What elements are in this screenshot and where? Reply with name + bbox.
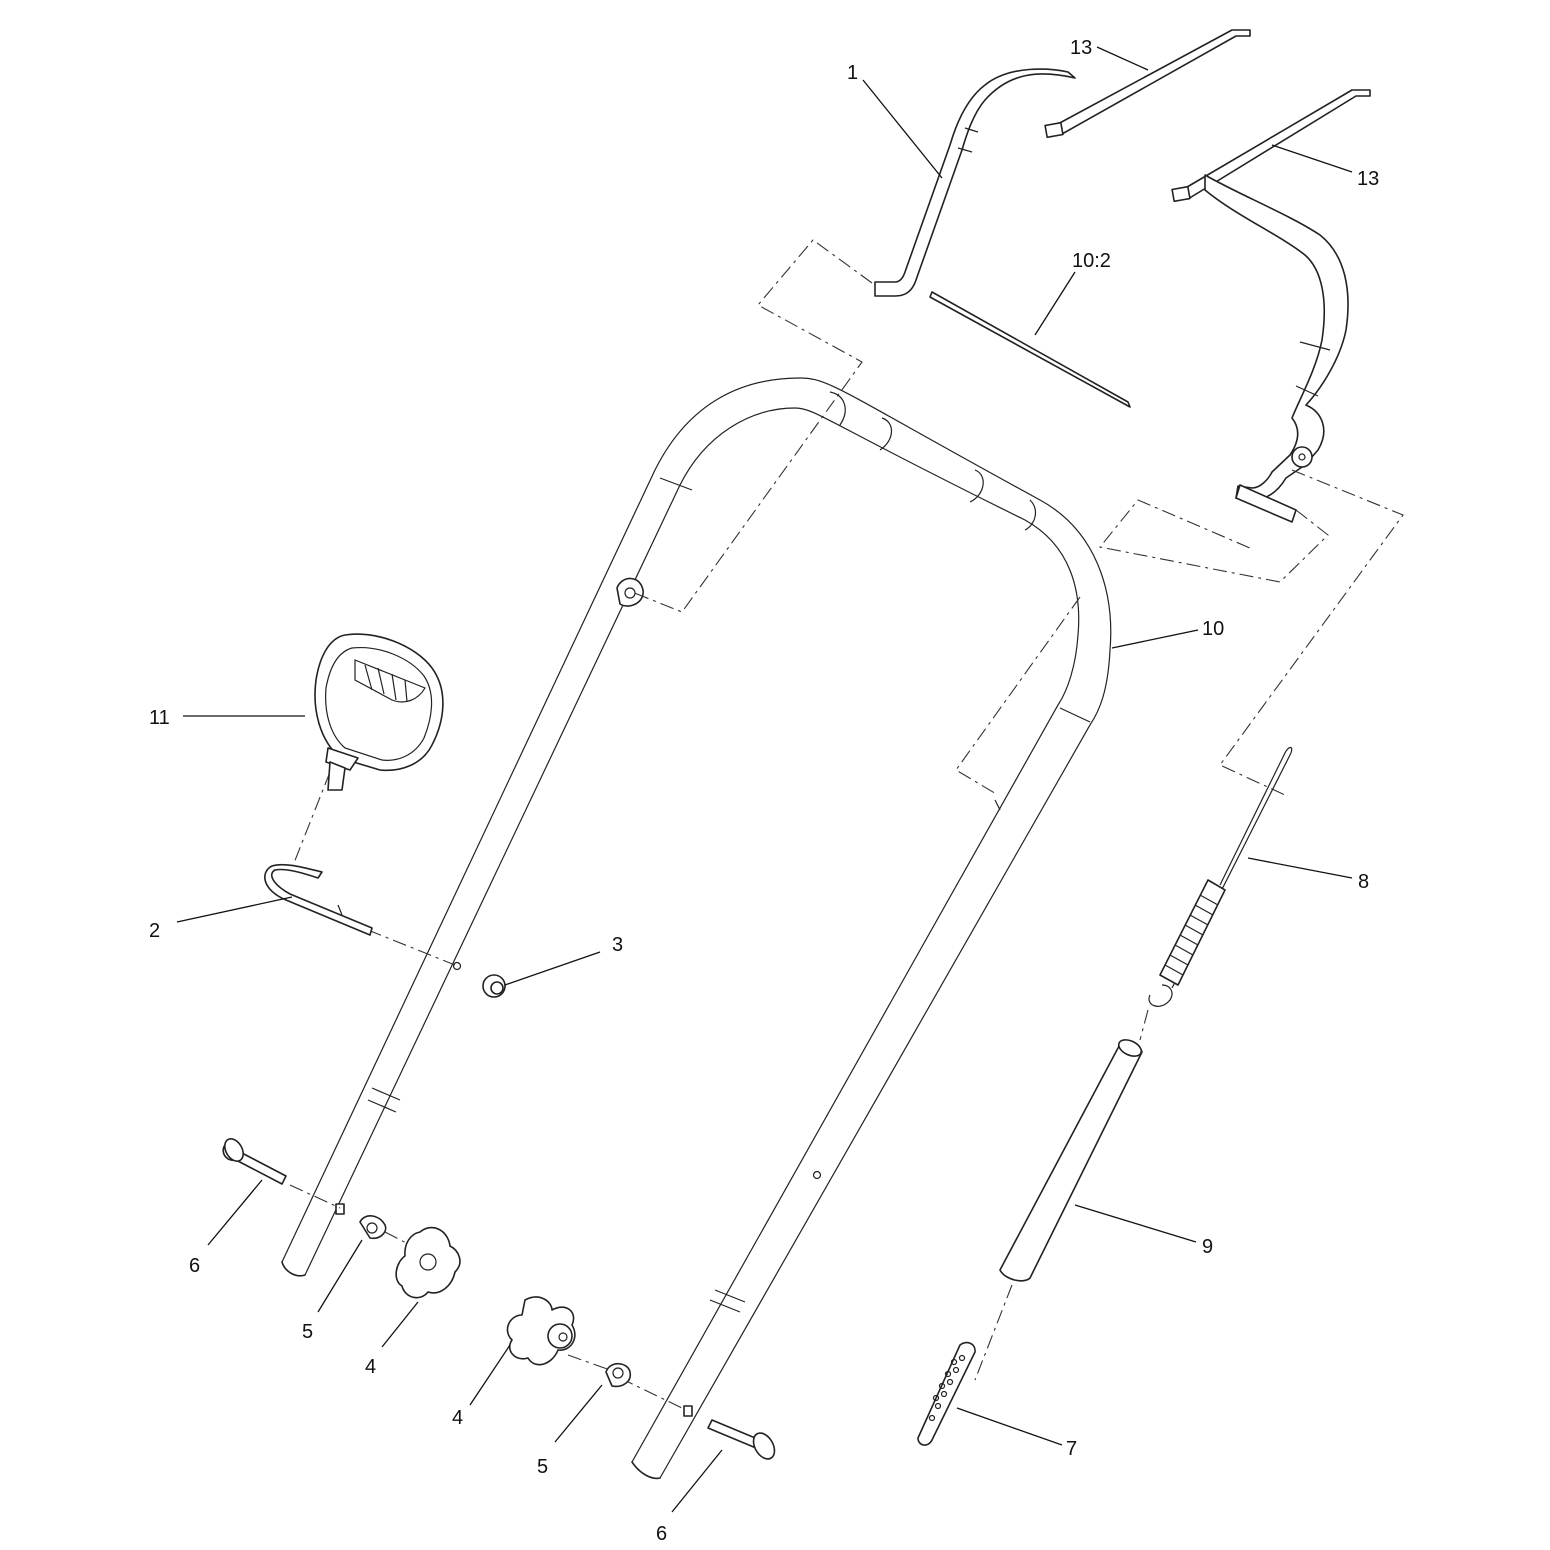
assembly-lines bbox=[289, 239, 1404, 1409]
nut bbox=[482, 974, 506, 998]
control-bar bbox=[874, 68, 1076, 297]
callout-6-right: 6 bbox=[656, 1523, 667, 1545]
callout-2: 2 bbox=[149, 920, 160, 942]
tube bbox=[999, 1039, 1143, 1282]
washer-left bbox=[359, 1215, 387, 1240]
cable-tie-lower bbox=[1171, 89, 1371, 203]
callout-11: 11 bbox=[149, 707, 170, 729]
star-knob-left bbox=[395, 1226, 461, 1299]
leader-lines bbox=[176, 46, 1353, 1513]
spring bbox=[1148, 746, 1293, 1007]
wire-rod bbox=[929, 291, 1131, 408]
bolt-left bbox=[222, 1138, 287, 1185]
callout-1: 1 bbox=[847, 62, 858, 84]
callout-4-left: 4 bbox=[365, 1356, 376, 1378]
bolt-right bbox=[707, 1419, 776, 1460]
callout-labels: 1 13 13 10:2 10 11 8 2 3 9 6 5 4 4 5 7 6 bbox=[149, 37, 1379, 1545]
handle-frame bbox=[281, 377, 1112, 1480]
callout-4-right: 4 bbox=[452, 1407, 463, 1429]
callout-13-lower: 13 bbox=[1357, 168, 1379, 190]
callout-8: 8 bbox=[1358, 871, 1369, 893]
star-knob-right bbox=[506, 1296, 576, 1366]
washer-right bbox=[605, 1362, 632, 1388]
callout-10: 10 bbox=[1202, 618, 1224, 640]
callout-7: 7 bbox=[1066, 1438, 1077, 1460]
callout-9: 9 bbox=[1202, 1236, 1213, 1258]
handle-grip bbox=[314, 633, 444, 791]
bent-pin bbox=[264, 863, 373, 936]
callout-5-right: 5 bbox=[537, 1456, 548, 1478]
callout-3: 3 bbox=[612, 934, 623, 956]
callout-13-upper: 13 bbox=[1070, 37, 1092, 59]
callout-6-left: 6 bbox=[189, 1255, 200, 1277]
callout-5-left: 5 bbox=[302, 1321, 313, 1343]
adjust-plate bbox=[917, 1341, 976, 1446]
cable-tie-upper bbox=[1044, 29, 1251, 139]
control-lever-right bbox=[1204, 174, 1349, 523]
callout-10-2: 10:2 bbox=[1072, 250, 1111, 272]
